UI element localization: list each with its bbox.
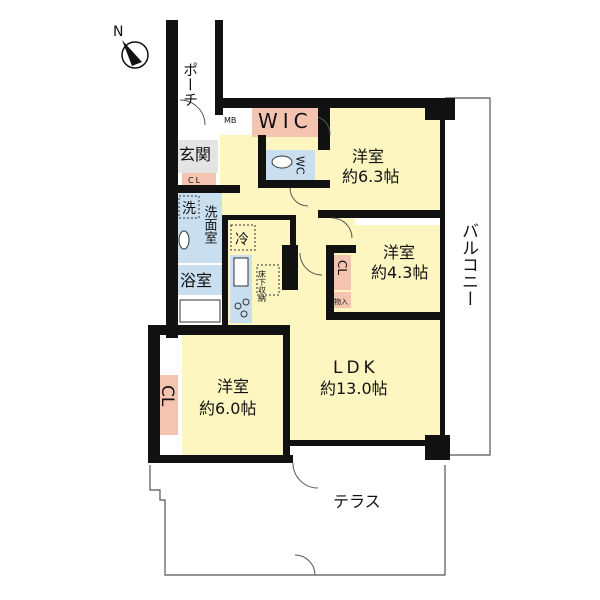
room-bedroom-4-3 [355,225,440,313]
washer-label: 洗 [182,201,196,217]
wc-label: WC [294,156,307,175]
ldk-size: 約13.0帖 [320,379,388,398]
terrace [149,465,446,576]
terrace-label: テラス [333,492,381,511]
mb-label: MB [224,116,236,125]
walls [148,20,455,463]
balcony-label: バルコニー [458,222,478,307]
room-bedroom-6-3 [318,108,440,215]
washroom [178,193,222,263]
washer-space [178,195,200,219]
bedroom2-name: 洋室 [383,243,415,262]
stove-icon [234,298,250,318]
storage [333,292,351,308]
bedroom2-cl-label: CL [335,260,349,275]
bathtub-icon [179,299,221,323]
bedroom2-size: 約4.3帖 [371,263,428,282]
entrance-closet [182,173,216,185]
bedroom1-name: 洋室 [352,147,384,166]
bedroom3-cl-label: CL [157,385,177,407]
doors [179,99,353,576]
wic-label: WIC [258,109,313,133]
entrance [178,140,218,173]
toilet-icon [271,155,293,169]
bedroom3-size: 約6.0帖 [199,399,256,418]
room-ldk [290,320,440,440]
porch-label: ポーチ [181,62,199,107]
compass-icon: N [113,24,149,69]
underfloor-label: 床下収納 [258,269,267,303]
bath-label: 浴室 [180,271,212,290]
bedroom1-size: 約6.3帖 [342,167,399,186]
kitchen-sink-icon [233,257,249,287]
underfloor-storage [256,264,280,296]
storage-label: 物入 [334,297,348,306]
room-bedroom-6-0 [182,335,287,455]
sink-icon [178,230,190,250]
bath [178,265,222,295]
bedroom-4-3-closet [333,255,351,290]
svg-text:ポーチ: ポーチ [181,62,199,107]
fridge-label: 冷 [235,232,249,248]
fridge-space [230,224,256,251]
entrance-cl-label: CL [188,176,202,185]
washroom-label: 洗面室 [202,205,218,244]
bedroom3-name: 洋室 [217,377,249,396]
wic [252,105,318,137]
north-label: N [113,24,123,40]
entrance-label: 玄関 [179,145,211,164]
bedroom-6-0-closet [156,375,178,435]
balcony [445,97,491,456]
ldk-name: LDK [333,358,379,378]
